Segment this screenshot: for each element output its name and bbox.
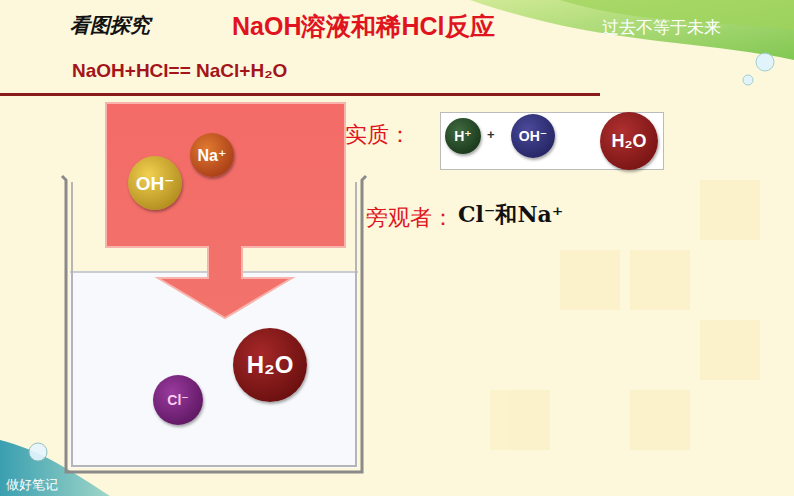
ion-formula: H₂O (612, 131, 647, 152)
footer-note: 做好笔记 (6, 476, 58, 494)
molecule-circle: H₂O (600, 112, 658, 170)
ion-formula: OH⁻ (136, 172, 175, 195)
ion-circle: H⁺ (445, 118, 481, 154)
molecule-circle: H₂O (233, 328, 307, 402)
spectator-ions: Cl⁻和Na⁺ (458, 200, 563, 230)
ion-formula: Na⁺ (198, 146, 227, 165)
ion-formula: Cl⁻ (167, 392, 188, 408)
ion-circle: Cl⁻ (153, 375, 203, 425)
reaction-box: + H⁺ OH⁻ H₂O (440, 112, 664, 170)
operator-sign: + (487, 127, 495, 142)
ion-circle: OH⁻ (128, 156, 182, 210)
spectator-label: 旁观者： (366, 203, 454, 233)
ion-formula: H⁺ (454, 128, 472, 144)
ion-formula: H₂O (247, 351, 294, 379)
ion-circle: OH⁻ (511, 114, 555, 158)
down-arrow (106, 103, 345, 318)
ion-circle: Na⁺ (190, 133, 234, 177)
essence-label: 实质： (345, 120, 411, 150)
ion-formula: OH⁻ (519, 128, 547, 144)
divider-line (0, 93, 600, 96)
slide-title: NaOH溶液和稀HCl反应 (232, 10, 495, 43)
section-heading: 看图探究 (70, 12, 150, 39)
motto: 过去不等于未来 (602, 16, 721, 39)
equation: NaOH+HCl== NaCl+H₂O (72, 60, 287, 82)
